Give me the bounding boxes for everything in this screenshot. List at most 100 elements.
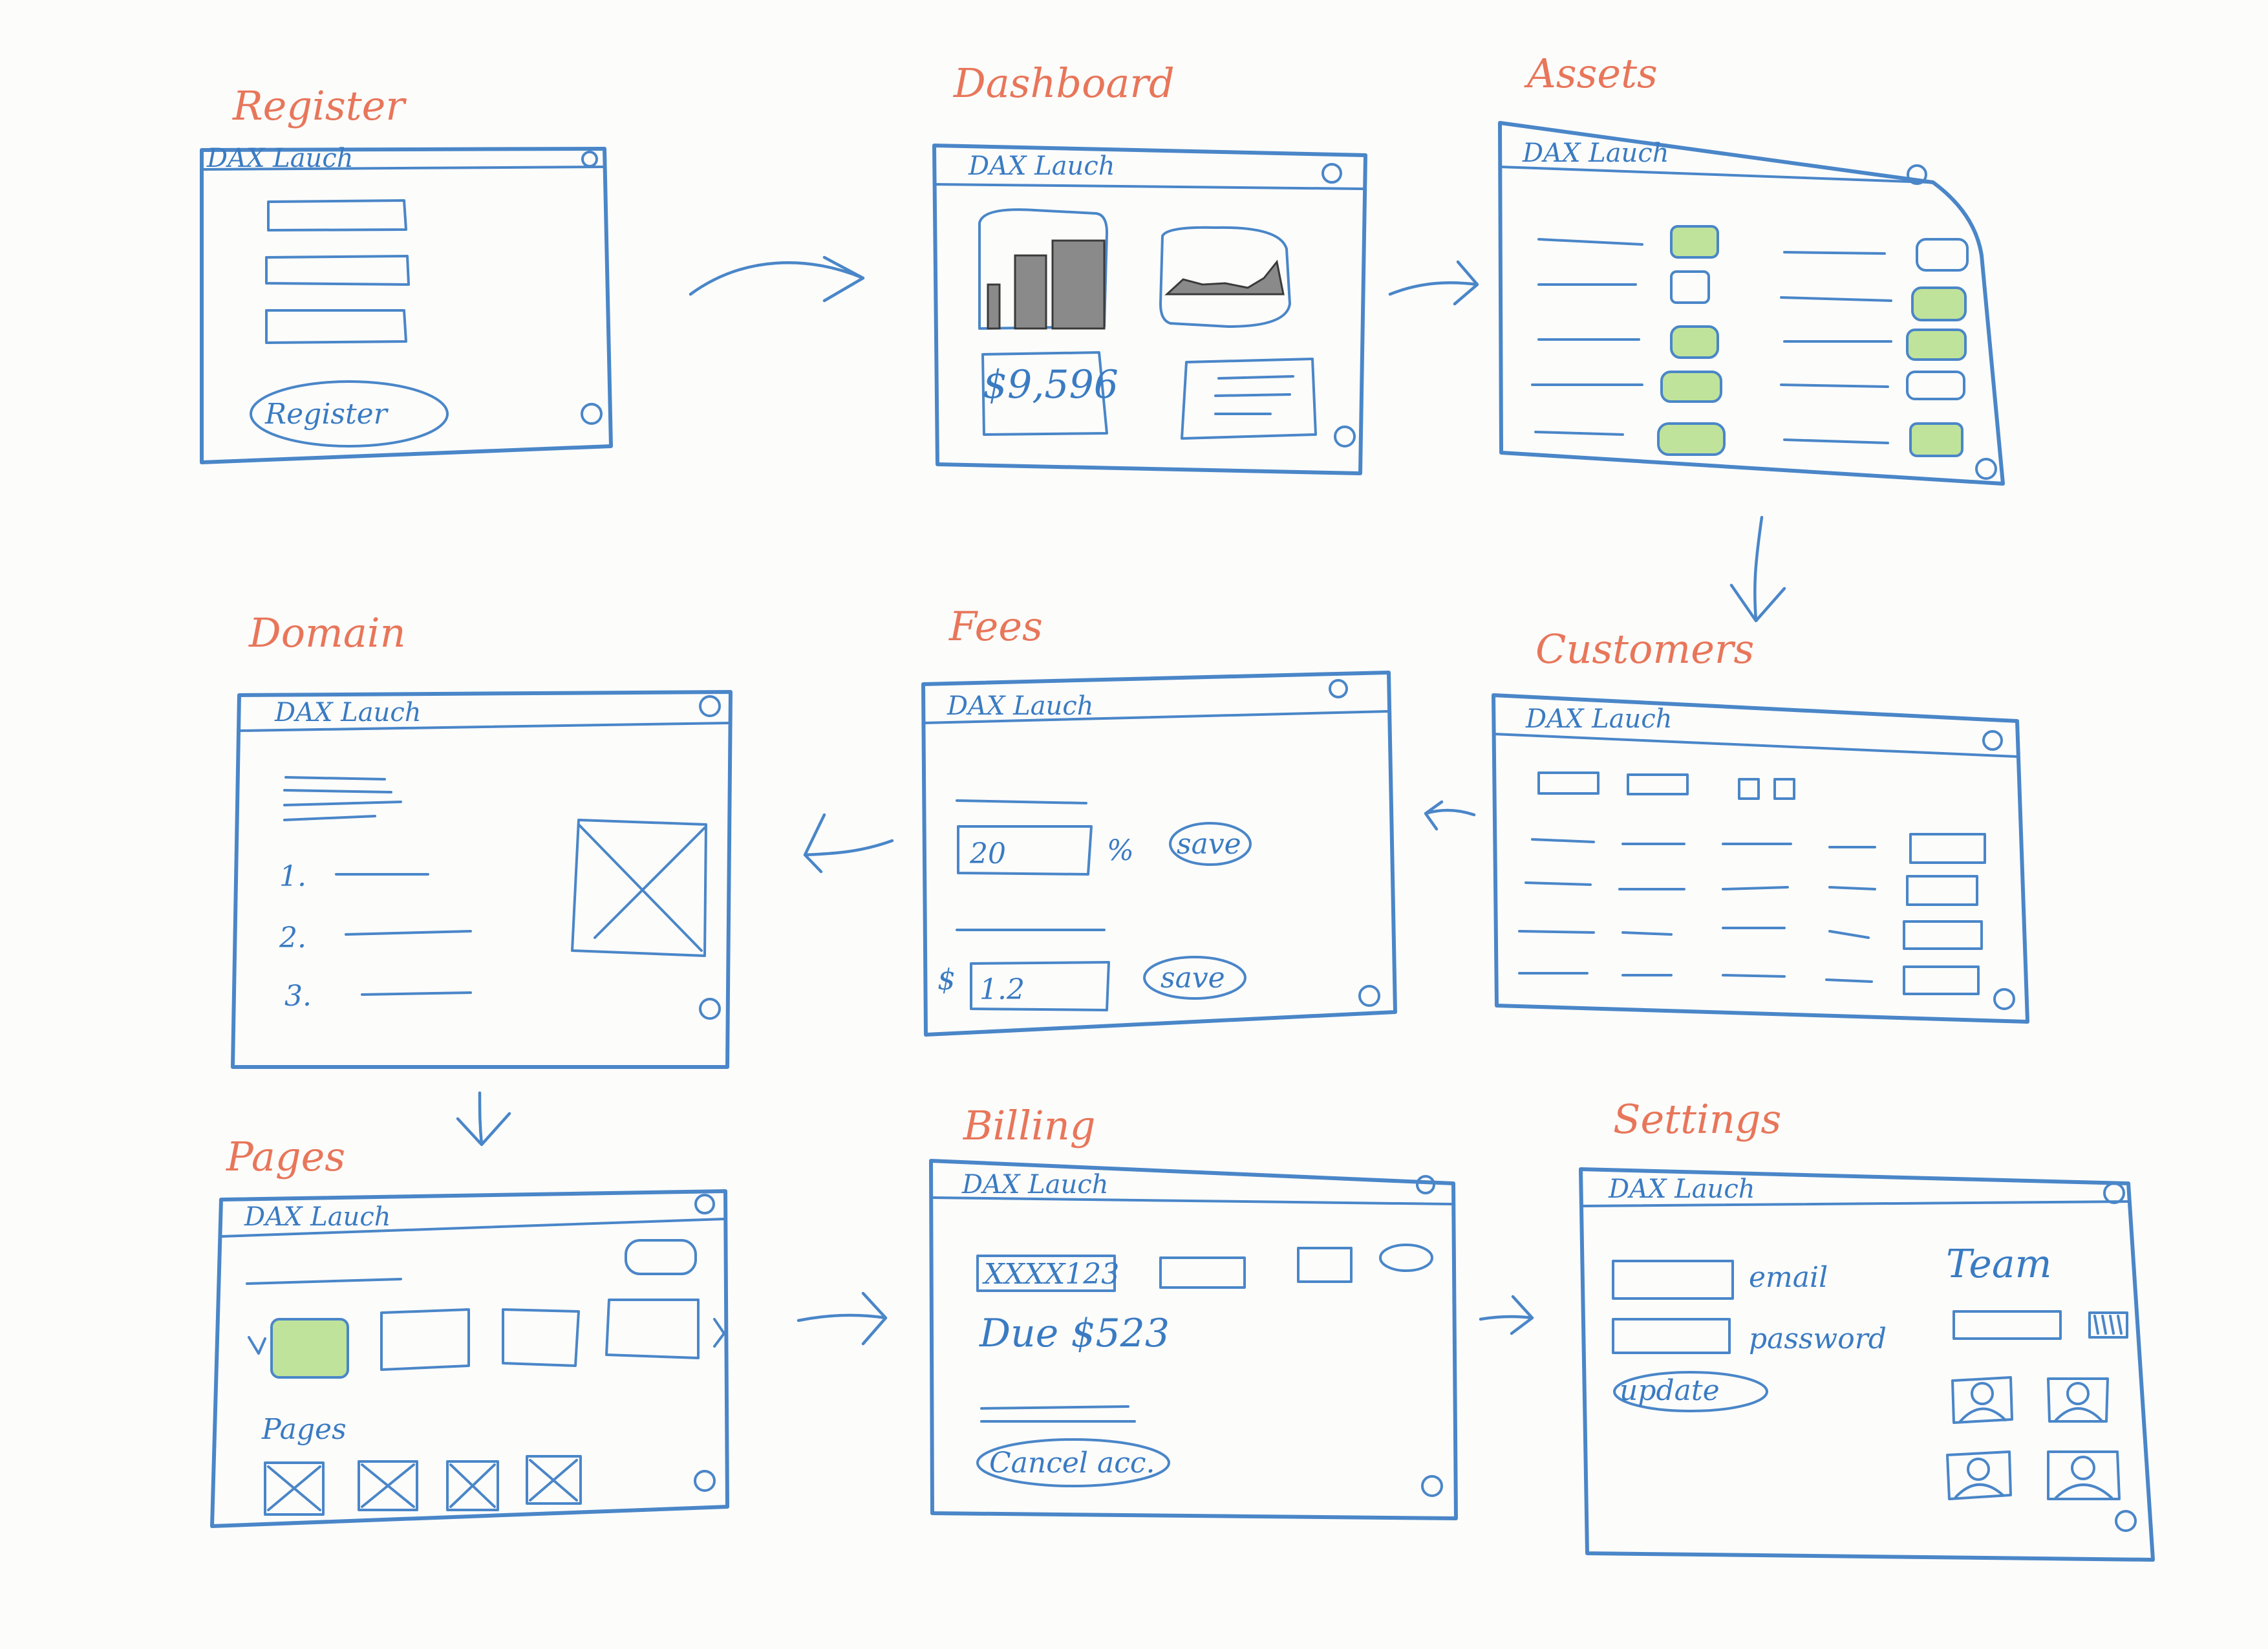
pages-page-thumb-4[interactable] [526,1455,582,1505]
screen-pages: Pages DAX Lauch Pages [210,1133,729,1528]
billing-expiry-box[interactable] [1159,1256,1246,1289]
fees-dollar-input[interactable] [970,961,1110,1011]
fees-app-name: DAX Lauch [947,691,1093,721]
billing-cancel-button[interactable] [976,1438,1170,1487]
settings-team-avatars [1946,1376,2121,1500]
avatar[interactable] [2047,1377,2109,1423]
pages-thumbnail-4[interactable] [605,1299,700,1359]
pages-page-thumb-3[interactable] [446,1460,499,1511]
asset-toggle-right-3[interactable] [1906,329,1967,361]
fees-titlebar [922,710,1390,724]
settings-email-label: email [1749,1261,1828,1294]
screen-title-billing: Billing [963,1102,1096,1149]
customers-window [1492,693,2029,1024]
domain-image-cross [577,823,706,952]
avatar[interactable] [1951,1376,2013,1424]
billing-titlebar [930,1196,1453,1205]
customers-filters [1537,771,1795,800]
asset-toggle-left-5[interactable] [1657,422,1726,456]
dashboard-bar-chart-card [978,208,1108,330]
screen-register: Register DAX Lauch Register [200,82,613,464]
customers-row-dropdown-4[interactable] [1903,965,1980,995]
asset-toggle-right-2[interactable] [1911,286,1967,321]
customers-row-dropdown-2[interactable] [1906,875,1978,906]
customers-row-3 [1518,927,1870,939]
billing-cvc-box[interactable] [1297,1247,1353,1283]
billing-card-box[interactable] [976,1255,1116,1292]
domain-list-number-2: 2. [279,921,306,954]
billing-cancel-label: Cancel acc. [989,1447,1155,1480]
pages-thumbnail-3[interactable] [502,1308,580,1367]
dashboard-area-chart-card [1159,226,1291,328]
settings-team-add-hatch [2093,1315,2123,1335]
customers-row-2 [1524,881,1876,890]
fees-percent-label [956,799,1087,804]
domain-window [231,690,733,1069]
register-field-3[interactable] [265,309,407,344]
settings-password-label: password [1749,1322,1887,1355]
customers-row-1 [1531,838,1876,848]
pages-carousel-prev[interactable] [248,1336,266,1355]
screen-customers: Customers DAX Lauch [1492,625,2029,1024]
screen-title-pages: Pages [226,1133,345,1180]
domain-corner-icon [699,998,721,1020]
dashboard-bar-3 [1051,239,1106,330]
customers-filter-checkbox-2[interactable] [1773,778,1795,800]
settings-update-button[interactable] [1613,1371,1768,1412]
pages-page-thumb-1[interactable] [264,1461,325,1516]
asset-toggle-right-5[interactable] [1909,422,1963,457]
dashboard-bar-1 [987,283,1001,330]
settings-window-icon [2103,1182,2125,1204]
customers-table [1518,833,1986,995]
register-field-1[interactable] [267,199,407,232]
dashboard-area-chart [1164,259,1285,296]
fees-dollar-value: 1.2 [979,973,1025,1006]
arrow-domain-to-pages [456,1091,511,1147]
fees-percent-value: 20 [969,837,1006,870]
screen-title-assets: Assets [1524,50,1658,97]
settings-email-input[interactable] [1612,1260,1734,1300]
asset-toggle-left-4[interactable] [1660,371,1722,403]
customers-app-name: DAX Lauch [1525,704,1672,734]
customers-filter-checkbox-1[interactable] [1738,778,1760,800]
assets-window [1498,121,2005,486]
fees-window-icon [1329,679,1348,698]
pages-corner-icon [694,1470,716,1492]
pages-page-thumb-2[interactable] [358,1460,418,1511]
settings-team-add-button[interactable] [2088,1311,2128,1339]
pages-thumbnail-2[interactable] [380,1308,470,1371]
settings-password-input[interactable] [1612,1318,1731,1354]
domain-list-number-1: 1. [279,860,306,893]
dashboard-window-icon [1321,163,1342,184]
asset-toggle-left-2[interactable] [1670,270,1710,304]
asset-toggle-right-4[interactable] [1906,371,1965,400]
pages-toggle[interactable] [625,1239,697,1275]
fees-save-percent-button[interactable] [1169,822,1252,866]
register-button[interactable] [250,380,449,447]
customers-filter-dropdown-2[interactable] [1627,773,1689,795]
pages-thumbnail-selected[interactable] [270,1318,349,1379]
arrow-register-to-dashboard [689,255,865,303]
screen-title-register: Register [232,82,407,129]
screen-dashboard: Dashboard DAX Lauch $9,596 [932,59,1367,475]
register-corner-icon [581,403,603,425]
register-field-2[interactable] [265,255,410,286]
fees-save-dollar-button[interactable] [1143,956,1246,1000]
billing-window-icon [1416,1175,1435,1194]
customers-row-dropdown-3[interactable] [1903,920,1983,950]
customers-row-dropdown-1[interactable] [1909,833,1986,864]
customers-filter-dropdown-1[interactable] [1537,771,1599,795]
domain-window-icon [699,695,721,717]
pages-window [210,1189,729,1528]
fees-percent-input[interactable] [957,825,1093,876]
avatar[interactable] [2047,1450,2121,1500]
billing-card-number: XXXX123 [982,1258,1119,1291]
arrow-customers-to-fees [1424,800,1476,831]
asset-toggle-right-1[interactable] [1916,238,1969,272]
billing-window [929,1159,1458,1520]
asset-toggle-left-3[interactable] [1670,325,1719,359]
asset-toggle-left-1[interactable] [1670,225,1719,259]
settings-team-input[interactable] [1952,1310,2062,1340]
pages-carousel-next[interactable] [713,1318,725,1348]
avatar[interactable] [1946,1450,2012,1500]
